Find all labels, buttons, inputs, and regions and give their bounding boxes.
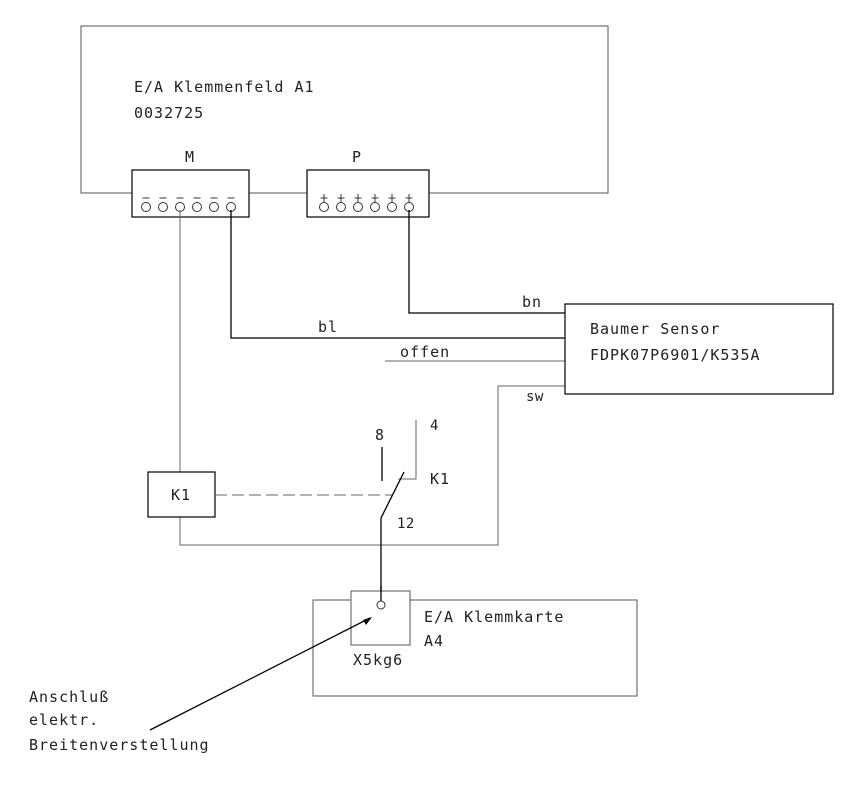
baumer-sensor: Baumer Sensor FDPK07P6901/K535A xyxy=(565,304,833,394)
relay-k1-coil: K1 xyxy=(148,472,392,517)
terminal-block-m: M xyxy=(132,148,249,217)
connector-label: X5kg6 xyxy=(353,651,403,669)
wire-label-sw: sw xyxy=(526,389,544,405)
p-terminal-icon xyxy=(371,203,380,212)
contact-label: K1 xyxy=(430,470,450,488)
contact-pin-12: 12 xyxy=(397,516,415,532)
contact-no-line xyxy=(398,420,416,479)
terminal-field-title: E/A Klemmenfeld A1 xyxy=(134,78,315,96)
terminal-field-number: 0032725 xyxy=(134,104,204,122)
m-terminal-icon xyxy=(193,203,202,212)
terminal-block-p-label: P xyxy=(352,148,362,166)
terminal-field-a1: E/A Klemmenfeld A1 0032725 M P xyxy=(81,26,608,217)
contact-pin-4: 4 xyxy=(430,418,439,434)
p-terminal-icon xyxy=(388,203,397,212)
p-terminal-icon xyxy=(320,203,329,212)
terminal-block-m-label: M xyxy=(185,148,195,166)
wire-label-bn: bn xyxy=(522,293,542,311)
sensor-name: Baumer Sensor xyxy=(590,320,720,338)
wire-sw xyxy=(180,386,565,545)
contact-pin-8: 8 xyxy=(375,426,385,444)
contact-switch-blade xyxy=(381,472,404,518)
sensor-model: FDPK07P6901/K535A xyxy=(590,346,761,364)
terminal-card-a4: E/A Klemmkarte A4 X5kg6 xyxy=(313,585,637,696)
terminal-block-p-box xyxy=(307,170,429,217)
m-terminal-icon xyxy=(159,203,168,212)
relay-k1-contact: 8 4 K1 12 xyxy=(375,418,450,600)
annotation-leader-line xyxy=(150,618,370,730)
terminal-card-id: A4 xyxy=(424,632,444,650)
relay-coil-label: K1 xyxy=(171,486,191,504)
m-terminal-icon xyxy=(142,203,151,212)
p-terminal-icon xyxy=(337,203,346,212)
terminal-block-p: P xyxy=(307,148,429,217)
wire-label-bl: bl xyxy=(318,318,338,336)
annotation-line-3: Breitenverstellung xyxy=(29,736,210,754)
m-terminal-icon xyxy=(210,203,219,212)
p-terminal-icon xyxy=(354,203,363,212)
wire-label-offen: offen xyxy=(400,343,450,361)
annotation-line-2: elektr. xyxy=(29,711,99,729)
terminal-card-title: E/A Klemmkarte xyxy=(424,608,564,626)
annotation: Anschluß elektr. Breitenverstellung xyxy=(29,617,372,754)
annotation-line-1: Anschluß xyxy=(29,688,109,706)
wire-bl xyxy=(231,210,565,338)
